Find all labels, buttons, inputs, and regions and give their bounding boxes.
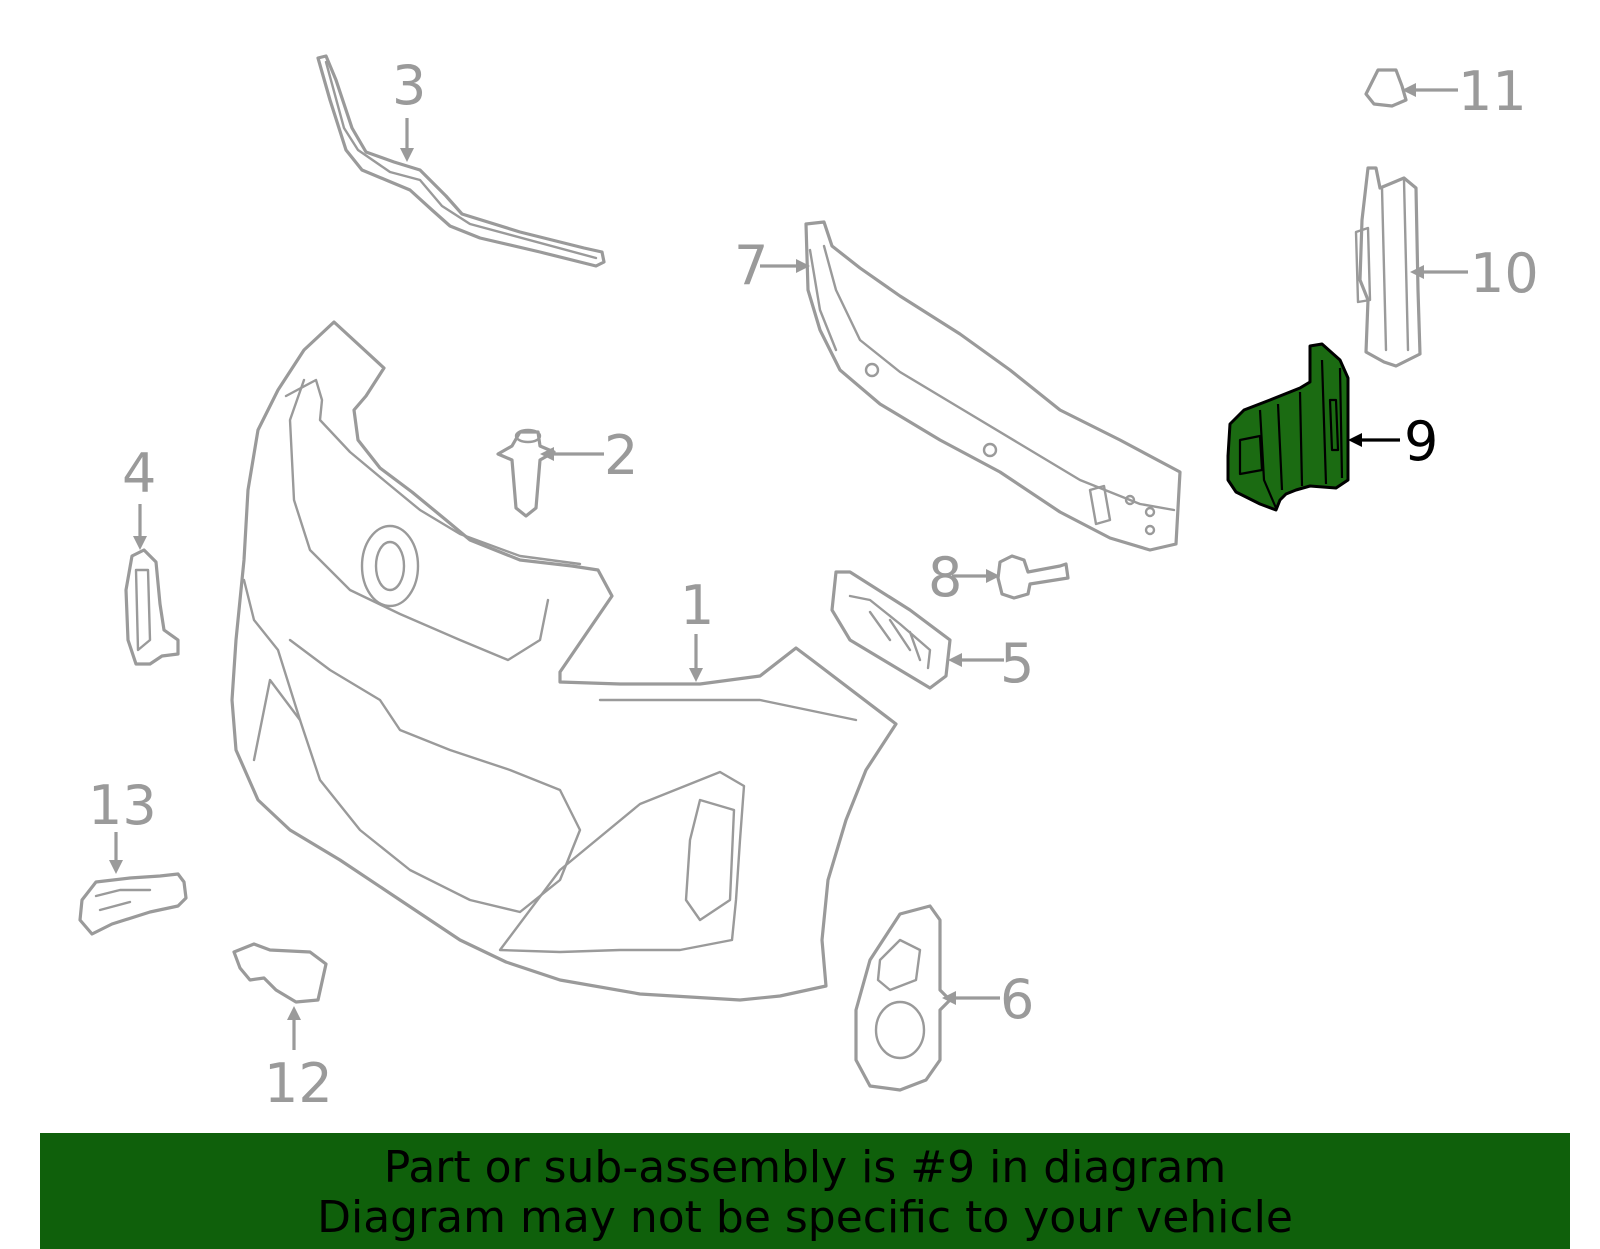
part-13-connector bbox=[78, 872, 188, 936]
part-7-reinforcement bbox=[804, 220, 1182, 552]
info-banner: Part or sub-assembly is #9 in diagram Di… bbox=[40, 1133, 1570, 1249]
callout-4: 4 bbox=[122, 442, 156, 505]
callout-7: 7 bbox=[734, 234, 768, 297]
part-6-fog-bezel bbox=[854, 904, 952, 1092]
part-10-bracket bbox=[1354, 166, 1422, 368]
callout-10: 10 bbox=[1470, 242, 1539, 305]
callout-13: 13 bbox=[88, 774, 157, 837]
part-8-bolt bbox=[996, 554, 1070, 600]
callout-8: 8 bbox=[928, 546, 962, 609]
part-2-clip bbox=[496, 428, 556, 518]
part-5-grille bbox=[830, 570, 952, 690]
callout-1: 1 bbox=[680, 574, 714, 637]
part-1-bumper-cover bbox=[230, 320, 898, 1002]
callout-2: 2 bbox=[604, 424, 638, 487]
part-9-highlighted-bracket[interactable] bbox=[1226, 342, 1350, 512]
banner-line-disclaimer: Diagram may not be specific to your vehi… bbox=[317, 1192, 1293, 1243]
part-11-nut bbox=[1364, 68, 1408, 108]
part-4-side-bracket bbox=[124, 548, 180, 666]
callout-6: 6 bbox=[1000, 968, 1034, 1031]
callout-labels: 3 2 4 1 7 8 5 6 10 11 12 13 9 bbox=[88, 54, 1539, 1115]
callout-9: 9 bbox=[1404, 410, 1438, 473]
callout-12: 12 bbox=[264, 1052, 333, 1115]
callout-5: 5 bbox=[1000, 632, 1034, 695]
callout-3: 3 bbox=[392, 54, 426, 117]
callout-11: 11 bbox=[1458, 60, 1527, 123]
leader-arrows bbox=[109, 83, 1468, 1050]
part-12-sensor bbox=[232, 942, 328, 1004]
part-3-retainer bbox=[316, 54, 606, 268]
banner-line-part-number: Part or sub-assembly is #9 in diagram bbox=[383, 1142, 1227, 1193]
